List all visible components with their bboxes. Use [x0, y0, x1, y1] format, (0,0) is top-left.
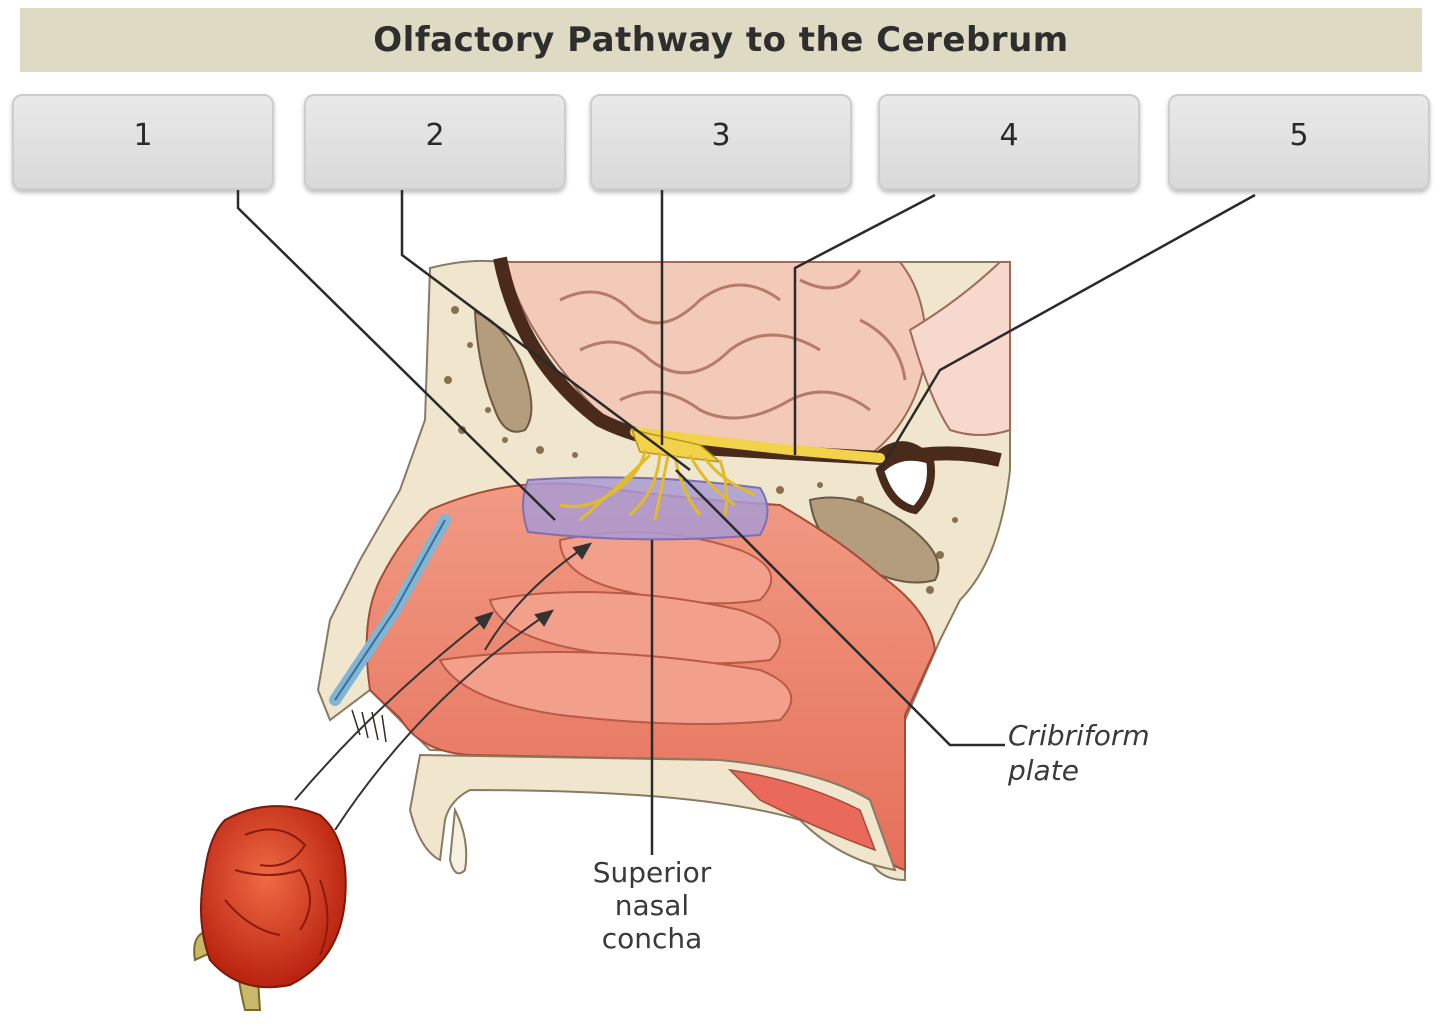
label-box-4-number: 4 — [999, 118, 1019, 153]
title-bar: Olfactory Pathway to the Cerebrum — [20, 8, 1422, 72]
page-title: Olfactory Pathway to the Cerebrum — [373, 20, 1069, 60]
cribriform-label-line2: plate — [1007, 754, 1079, 787]
concha-label-line1: Superior — [593, 856, 712, 889]
olfactory-epithelium — [522, 476, 769, 541]
label-box-2[interactable]: 2 — [304, 94, 566, 190]
leader-line-5 — [878, 193, 1256, 471]
label-box-4[interactable]: 4 — [878, 94, 1140, 190]
concha-label-line3: concha — [602, 922, 703, 955]
label-box-2-number: 2 — [425, 118, 445, 153]
label-box-3-number: 3 — [711, 118, 731, 153]
leader-line-4 — [793, 193, 936, 455]
airflow-arrows — [294, 542, 593, 831]
rose-image — [193, 805, 347, 1011]
leader-lines — [236, 190, 1256, 855]
leader-line-2 — [400, 190, 691, 472]
label-box-5-number: 5 — [1289, 118, 1309, 153]
cribriform-label-line1: Cribriform — [1008, 719, 1150, 752]
concha-label-line2: nasal — [615, 889, 689, 922]
label-box-1-number: 1 — [133, 118, 153, 153]
label-box-1[interactable]: 1 — [12, 94, 274, 190]
leader-line-1 — [236, 190, 556, 521]
label-box-3[interactable]: 3 — [590, 94, 852, 190]
label-box-5[interactable]: 5 — [1168, 94, 1430, 190]
olfactory-bulb-and-nerve — [559, 427, 885, 522]
leader-line-cribriform — [675, 469, 1005, 747]
